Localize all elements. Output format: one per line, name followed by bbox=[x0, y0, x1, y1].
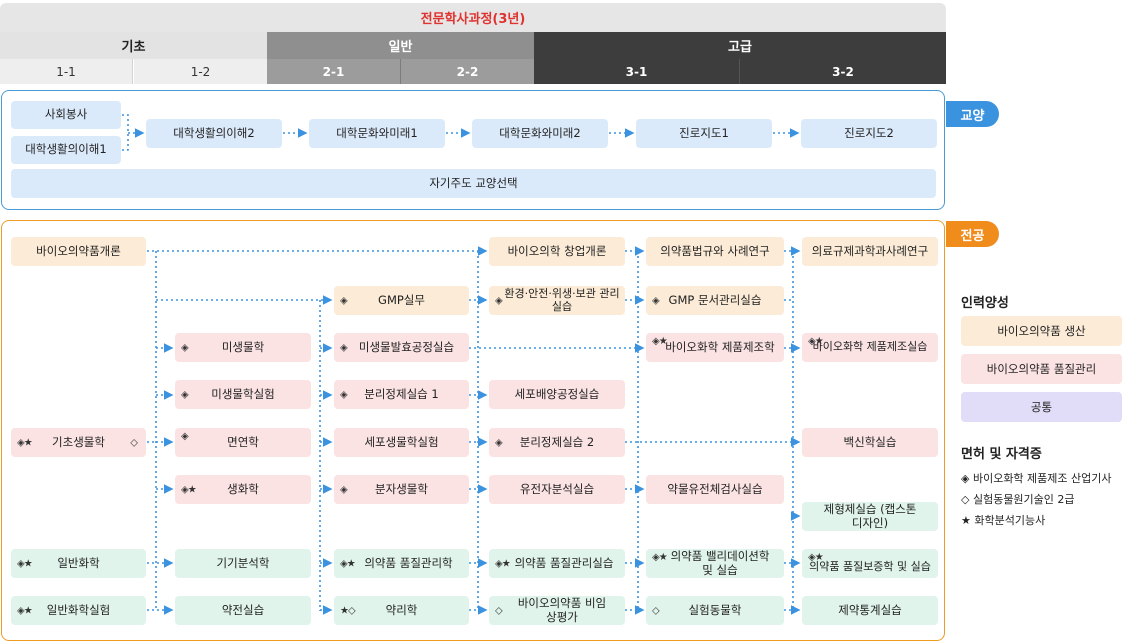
major-panel bbox=[1, 220, 945, 641]
license-marks: ◈★ bbox=[17, 604, 33, 616]
license-marks: ◈ bbox=[181, 431, 189, 442]
course-basic-biology: ◈★ 기초생물학 ◇ bbox=[11, 428, 146, 457]
course-gmp-practice: ◈ GMP실무 bbox=[334, 286, 469, 315]
license-marks: ◇ bbox=[130, 436, 138, 448]
legend-production: 바이오의약품 생산 bbox=[961, 316, 1122, 346]
course-bio-startup: 바이오의학 창업개론 bbox=[489, 237, 625, 266]
course-instrumental-analysis: 기기분석학 bbox=[175, 549, 311, 578]
legend-quality: 바이오의약품 품질관리 bbox=[961, 354, 1122, 384]
course-immunology: ◈ 면연학 bbox=[175, 428, 311, 457]
course-biopharma-intro: 바이오의약품개론 bbox=[11, 237, 146, 266]
license-marks: ◈★ bbox=[808, 552, 824, 563]
stage-general: 일반 bbox=[267, 32, 534, 59]
course-purification-2: ◈ 분리정제실습 2 bbox=[489, 428, 625, 457]
general-education-badge: 교양 bbox=[946, 101, 999, 127]
legend-license-2: ◇ 실험동물원기술인 2급 bbox=[961, 493, 1075, 506]
course-gene-analysis-lab: 유전자분석실습 bbox=[489, 475, 625, 504]
course-cell-culture-lab: 세포배양공정실습 bbox=[489, 380, 625, 409]
course-pharmacogenomics-lab: 약물유전체검사실습 bbox=[646, 475, 784, 504]
course-general-chemistry: ◈★ 일반화학 bbox=[11, 549, 146, 578]
course-college-life-2: 대학생활의이해2 bbox=[146, 119, 282, 148]
program-title: 전문학사과정(3년) bbox=[0, 3, 946, 32]
license-marks: ◈ bbox=[495, 436, 503, 448]
license-marks: ★◇ bbox=[340, 604, 356, 616]
stage-basic: 기초 bbox=[0, 32, 267, 59]
course-vaccine-lab: 백신학실습 bbox=[802, 428, 938, 457]
course-pharmacology: ★◇ 약리학 bbox=[334, 596, 469, 625]
course-drug-quality-management: ◈★ 의약품 품질관리학 bbox=[334, 549, 469, 578]
license-marks: ◇ bbox=[652, 604, 660, 616]
semester-2-1: 2-1 bbox=[267, 59, 401, 84]
course-biochemistry: ◈★ 생화학 bbox=[175, 475, 311, 504]
course-drug-quality-lab: ◈★ 의약품 품질관리실습 bbox=[489, 549, 625, 578]
course-microbiology: ◈ 미생물학 bbox=[175, 333, 311, 362]
license-marks: ◈ bbox=[181, 388, 189, 400]
license-marks: ◈ bbox=[181, 341, 189, 353]
semester-3-2: 3-2 bbox=[740, 59, 946, 84]
course-culture-future-1: 대학문화와미래1 bbox=[309, 119, 445, 148]
course-quality-assurance: ◈★ 의약품 품질보증학 및 실습 bbox=[802, 549, 938, 578]
course-cell-biology-lab: 세포생물학실험 bbox=[334, 428, 469, 457]
course-laboratory-animals: ◇ 실험동물학 bbox=[646, 596, 784, 625]
semester-2-2: 2-2 bbox=[401, 59, 534, 84]
license-marks: ◈★ bbox=[808, 336, 824, 347]
course-product-manufacturing: ◈★ 바이오화학 제품제조학 bbox=[646, 333, 784, 362]
course-general-chemistry-lab: ◈★ 일반화학실험 bbox=[11, 596, 146, 625]
legend-license-1: ◈ 바이오화학 제품제조 산업기사 bbox=[961, 472, 1112, 485]
license-marks: ◈★ bbox=[495, 557, 511, 569]
course-nonclinical-evaluation: ◇ 바이오의약품 비임상평가 bbox=[489, 596, 625, 625]
course-gmp-documentation: ◈ GMP 문서관리실습 bbox=[646, 286, 784, 315]
license-marks: ◈★ bbox=[340, 557, 356, 569]
course-social-service: 사회봉사 bbox=[11, 101, 121, 129]
course-career-2: 진로지도2 bbox=[801, 119, 937, 148]
course-drug-law: 의약품법규와 사례연구 bbox=[646, 237, 784, 266]
license-marks: ◈★ bbox=[181, 483, 197, 495]
course-regulatory-science: 의료규제과학과사례연구 bbox=[802, 237, 938, 266]
course-culture-future-2: 대학문화와미래2 bbox=[472, 119, 608, 148]
course-environment-safety: ◈ 환경·안전·위생·보관 관리실습 bbox=[489, 286, 625, 315]
legend-license-3: ★ 화학분석기능사 bbox=[961, 514, 1046, 527]
license-marks: ◈ bbox=[340, 388, 348, 400]
course-career-1: 진로지도1 bbox=[636, 119, 772, 148]
semester-3-1: 3-1 bbox=[534, 59, 740, 84]
license-marks: ◈ bbox=[340, 483, 348, 495]
license-marks: ◇ bbox=[495, 604, 503, 616]
course-pharma-statistics: 제약통계실습 bbox=[802, 596, 938, 625]
major-badge: 전공 bbox=[946, 221, 999, 247]
semester-1-2: 1-2 bbox=[134, 59, 267, 84]
license-marks: ◈★ bbox=[17, 557, 33, 569]
semester-1-1: 1-1 bbox=[0, 59, 133, 84]
legend-common: 공통 bbox=[961, 392, 1122, 422]
license-marks: ◈ bbox=[652, 294, 660, 306]
legend-training-title: 인력양성 bbox=[961, 296, 1009, 311]
license-marks: ◈ bbox=[340, 294, 348, 306]
course-fermentation-lab: ◈ 미생물발효공정실습 bbox=[334, 333, 469, 362]
course-pharmacy-practice: 약전실습 bbox=[175, 596, 311, 625]
course-self-directed-elective: 자기주도 교양선택 bbox=[11, 169, 936, 198]
license-marks: ◈★ bbox=[17, 436, 33, 448]
license-marks: ◈ bbox=[495, 294, 503, 306]
legend-license-title: 면허 및 자격증 bbox=[961, 447, 1042, 462]
license-marks: ◈★ bbox=[652, 552, 668, 563]
stage-advanced: 고급 bbox=[534, 32, 946, 59]
course-college-life-1: 대학생활의이해1 bbox=[11, 136, 121, 164]
course-microbiology-lab: ◈ 미생물학실험 bbox=[175, 380, 311, 409]
course-formulation-capstone: 제형제실습 (캡스톤디자인) bbox=[802, 502, 938, 531]
license-marks: ◈ bbox=[340, 341, 348, 353]
license-marks: ◈★ bbox=[652, 336, 668, 347]
course-purification-1: ◈ 분리정제실습 1 bbox=[334, 380, 469, 409]
course-molecular-biology: ◈ 분자생물학 bbox=[334, 475, 469, 504]
course-validation: ◈★ 의약품 밸리데이션학 및 실습 bbox=[646, 549, 784, 578]
course-product-manufacturing-lab: ◈★ 바이오화학 제품제조실습 bbox=[802, 333, 938, 362]
